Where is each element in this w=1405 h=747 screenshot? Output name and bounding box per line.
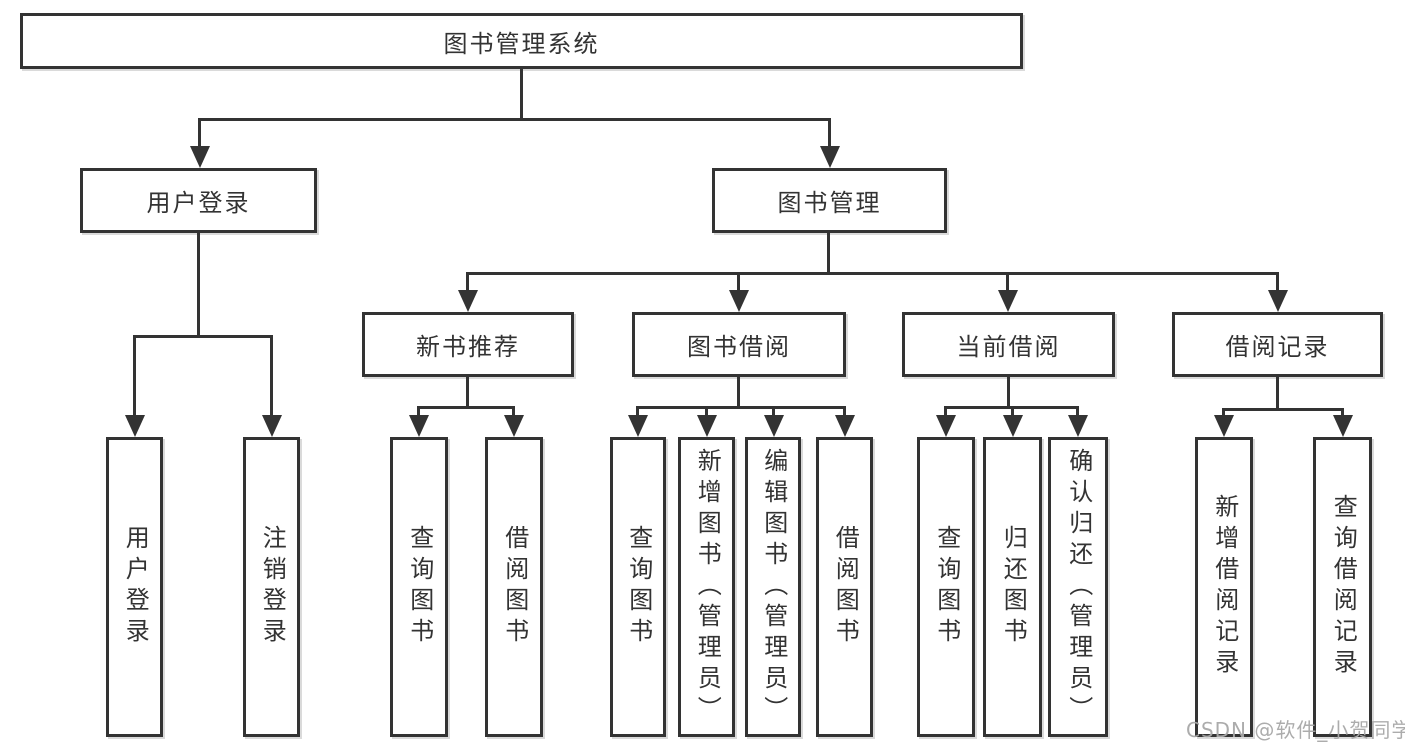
node-borrow-records: 借阅记录 xyxy=(1172,312,1383,377)
node-book-management: 图书管理 xyxy=(712,168,947,233)
leaf-current-confirm-return: 确认归还（管理员） xyxy=(1048,437,1108,737)
leaf-records-add-record: 新增借阅记录 xyxy=(1195,437,1253,737)
connector-line xyxy=(197,233,200,335)
node-current-borrow-label: 当前借阅 xyxy=(956,333,1061,361)
leaf-records-query-record: 查询借阅记录 xyxy=(1313,437,1372,737)
arrow-down-icon xyxy=(1333,415,1353,437)
connector-line xyxy=(512,406,515,418)
connector-line xyxy=(737,377,740,406)
connector-line xyxy=(466,377,469,406)
connector-line xyxy=(1276,272,1279,292)
node-book-borrow: 图书借阅 xyxy=(632,312,846,377)
leaf-borrow-edit-books-label: 编辑图书（管理员） xyxy=(759,447,788,727)
connector-line xyxy=(417,406,420,418)
arrow-down-icon xyxy=(458,290,478,312)
watermark: CSDN @软件_小贺同学 xyxy=(1186,718,1405,742)
connector-line xyxy=(198,118,831,121)
leaf-logout-login: 注销登录 xyxy=(243,437,300,737)
arrow-down-icon xyxy=(409,415,429,437)
leaf-borrow-query-books: 查询图书 xyxy=(610,437,666,737)
leaf-current-query-books-label: 查询图书 xyxy=(932,525,961,649)
connector-line xyxy=(636,406,639,418)
connector-line xyxy=(520,69,523,118)
connector-line xyxy=(1276,377,1279,408)
connector-line xyxy=(1341,408,1344,418)
connector-line xyxy=(944,406,947,418)
leaf-borrow-borrow-books: 借阅图书 xyxy=(816,437,873,737)
connector-line xyxy=(636,406,846,409)
arrow-down-icon xyxy=(764,415,784,437)
leaf-newbook-query-books-label: 查询图书 xyxy=(405,525,434,649)
leaf-borrow-query-books-label: 查询图书 xyxy=(624,525,653,649)
leaf-newbook-borrow-books-label: 借阅图书 xyxy=(500,525,529,649)
node-current-borrow: 当前借阅 xyxy=(902,312,1115,377)
leaf-records-query-record-label: 查询借阅记录 xyxy=(1329,494,1358,680)
connector-line xyxy=(467,272,1279,275)
arrow-down-icon xyxy=(697,415,717,437)
connector-line xyxy=(1222,408,1344,411)
node-book-borrow-label: 图书借阅 xyxy=(687,333,791,361)
node-root-label: 图书管理系统 xyxy=(443,29,600,58)
node-root: 图书管理系统 xyxy=(20,13,1023,69)
leaf-current-return-books: 归还图书 xyxy=(983,437,1042,737)
leaf-current-return-books-label: 归还图书 xyxy=(999,525,1028,649)
arrow-down-icon xyxy=(628,415,648,437)
connector-line xyxy=(843,406,846,418)
connector-line xyxy=(417,406,515,409)
node-user-login-label: 用户登录 xyxy=(146,189,251,217)
connector-line xyxy=(737,272,740,292)
connector-line xyxy=(466,272,469,292)
connector-line xyxy=(827,233,830,272)
leaf-records-add-record-label: 新增借阅记录 xyxy=(1210,494,1239,680)
connector-line xyxy=(270,335,273,417)
leaf-newbook-query-books: 查询图书 xyxy=(390,437,448,737)
leaf-borrow-edit-books: 编辑图书（管理员） xyxy=(745,437,801,737)
connector-line xyxy=(133,335,273,338)
leaf-current-confirm-return-label: 确认归还（管理员） xyxy=(1064,447,1093,727)
arrow-down-icon xyxy=(190,146,210,168)
arrow-down-icon xyxy=(820,146,840,168)
arrow-down-icon xyxy=(1214,415,1234,437)
arrow-down-icon xyxy=(1268,290,1288,312)
arrow-down-icon xyxy=(1068,415,1088,437)
connector-line xyxy=(1006,272,1009,292)
arrow-down-icon xyxy=(998,290,1018,312)
leaf-user-login-label: 用户登录 xyxy=(121,525,150,649)
arrow-down-icon xyxy=(262,415,282,437)
node-book-management-label: 图书管理 xyxy=(777,189,882,217)
connector-line xyxy=(772,406,775,418)
connector-line xyxy=(1076,406,1079,418)
leaf-borrow-borrow-books-label: 借阅图书 xyxy=(831,525,860,649)
node-user-login: 用户登录 xyxy=(80,168,317,233)
connector-line xyxy=(1222,408,1225,418)
connector-line xyxy=(1011,406,1014,418)
connector-line xyxy=(1007,377,1010,406)
leaf-borrow-add-books: 新增图书（管理员） xyxy=(678,437,735,737)
connector-line xyxy=(198,118,201,150)
node-borrow-records-label: 借阅记录 xyxy=(1225,333,1330,361)
connector-line xyxy=(828,118,831,150)
leaf-newbook-borrow-books: 借阅图书 xyxy=(485,437,543,737)
arrow-down-icon xyxy=(125,415,145,437)
arrow-down-icon xyxy=(1003,415,1023,437)
arrow-down-icon xyxy=(504,415,524,437)
arrow-down-icon xyxy=(835,415,855,437)
leaf-logout-login-label: 注销登录 xyxy=(258,525,287,649)
node-new-book-recommend: 新书推荐 xyxy=(362,312,574,377)
connector-line xyxy=(705,406,708,418)
arrow-down-icon xyxy=(729,290,749,312)
arrow-down-icon xyxy=(936,415,956,437)
leaf-borrow-add-books-label: 新增图书（管理员） xyxy=(693,447,722,727)
leaf-user-login: 用户登录 xyxy=(106,437,163,737)
node-new-book-recommend-label: 新书推荐 xyxy=(416,333,520,361)
leaf-current-query-books: 查询图书 xyxy=(917,437,975,737)
connector-line xyxy=(133,335,136,417)
